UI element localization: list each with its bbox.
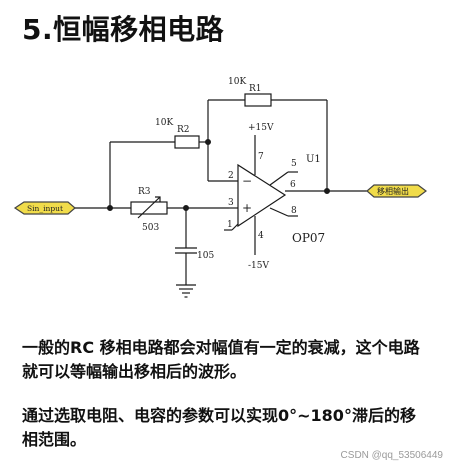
op-amp-u1 [237, 163, 287, 228]
pin4-label: 4 [258, 231, 264, 241]
pin7-label: 7 [258, 152, 264, 162]
vplus-label: +15V [248, 123, 274, 133]
circuit-schematic: 10K R1 10K R2 R3 503 105 +15V -15V 7 4 2… [13, 77, 427, 298]
paragraph-2: 通过选取电阻、电容的参数可以实现0°~180°滞后的移相范围。 [22, 406, 416, 449]
output-label: 移相输出 [377, 186, 409, 196]
vminus-label: -15V [248, 261, 269, 271]
op-amp-minus-sign: − [242, 174, 252, 188]
input-label: Sin_input [27, 204, 63, 213]
op-amp-plus-sign: + [242, 201, 252, 215]
pin1-label: 1 [227, 220, 233, 230]
watermark: CSDN @qq_53506449 [340, 450, 443, 461]
r1-name: R1 [249, 84, 262, 94]
pin2-label: 2 [228, 171, 234, 181]
r2-value: 10K [155, 118, 173, 128]
u1-label: U1 [306, 154, 321, 165]
pin8-label: 8 [291, 206, 297, 216]
output-port-marker [366, 184, 427, 198]
pin6-label: 6 [290, 180, 296, 190]
paragraph-1: 一般的RC 移相电路都会对幅值有一定的衰减，这个电路就可以等幅输出移相后的波形。 [22, 338, 420, 381]
pin5-label: 5 [291, 159, 297, 169]
resistor-r1 [244, 93, 272, 107]
cap-value: 105 [197, 251, 214, 261]
chip-label: OP07 [292, 231, 325, 245]
r3-value: 503 [142, 223, 159, 233]
r1-value: 10K [228, 77, 246, 87]
page-title: 5.恒幅移相电路 [22, 13, 225, 46]
r2-name: R2 [177, 125, 190, 135]
r3-name: R3 [138, 187, 151, 197]
pin3-label: 3 [228, 198, 234, 208]
resistor-r2 [174, 135, 200, 149]
